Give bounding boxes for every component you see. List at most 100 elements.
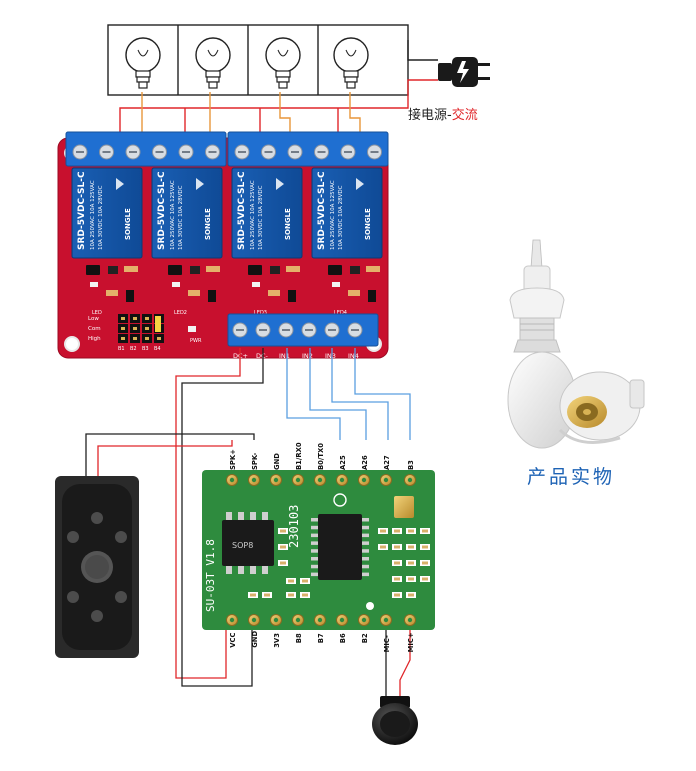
relay-logo	[196, 178, 204, 190]
relay-logo	[276, 178, 284, 190]
speaker-icon	[55, 476, 139, 658]
resistor	[286, 266, 300, 272]
transistor	[270, 266, 280, 274]
top-pin-label: B0/TX0	[317, 443, 325, 470]
terminal-screw	[314, 144, 329, 160]
bottom-pin-label: B6	[339, 633, 347, 643]
bulb-icon	[333, 37, 369, 89]
input-pin-label: IN4	[348, 352, 359, 360]
diode	[126, 290, 134, 302]
relay-spec: 10A 30VDC 10A 28VDC	[178, 185, 184, 250]
top-pin-label: A25	[339, 455, 347, 470]
input-pin-label: IN3	[325, 352, 336, 360]
power-ac-label: 交流	[451, 108, 478, 123]
terminal-block	[227, 131, 389, 167]
relay-spec: 10A 250VAC 10A 125VAC	[90, 180, 96, 250]
relay-model: SRD-5VDC-SL-C	[317, 171, 327, 250]
led	[332, 282, 340, 287]
relay-logo	[356, 178, 364, 190]
bottom-pin-label: B2	[361, 633, 369, 643]
trigger-label: Low	[88, 316, 99, 322]
top-pin-label: SPK-	[251, 452, 259, 470]
terminal-screw	[287, 144, 303, 160]
terminal-block	[65, 131, 227, 167]
terminal-screw	[178, 144, 194, 160]
transistor	[350, 266, 360, 274]
resistor	[268, 290, 280, 296]
sop8-chip	[222, 520, 274, 566]
header-label: B3	[142, 346, 149, 352]
chip-label: SOP8	[232, 541, 253, 550]
relay-spec: 10A 30VDC 10A 28VDC	[258, 185, 264, 250]
resistor	[106, 290, 118, 296]
pwr-led	[188, 326, 196, 332]
diode	[368, 290, 376, 302]
optocoupler	[248, 265, 262, 275]
top-pin-label: SPK+	[229, 449, 237, 470]
optocoupler	[86, 265, 100, 275]
bottom-pin-label: VCC	[229, 633, 237, 648]
top-pin-label: A27	[383, 455, 391, 470]
relay-spec: 10A 250VAC 10A 125VAC	[250, 180, 256, 250]
module-name: SU-03T V1.8	[204, 539, 217, 612]
test-point	[366, 602, 374, 610]
relay-spec: 10A 250VAC 10A 125VAC	[330, 180, 336, 250]
bottom-pin-label: MIC-	[383, 635, 391, 652]
resistor	[366, 266, 380, 272]
jumper	[155, 316, 161, 332]
led	[90, 282, 98, 287]
bottom-pin-label: MIC+	[407, 632, 415, 652]
led-label: LED2	[174, 310, 187, 316]
input-pin-label: IN1	[279, 352, 290, 360]
module-wires	[85, 348, 411, 700]
lamp-circuit-wires	[107, 24, 438, 96]
terminal-screw	[340, 144, 356, 160]
terminal-screw	[261, 144, 276, 160]
bulb-icon	[195, 37, 231, 89]
led-label: LED4	[334, 310, 347, 316]
terminal-screw	[72, 144, 88, 160]
terminal-screw	[152, 144, 167, 160]
diode	[208, 290, 216, 302]
terminal-screw	[367, 144, 382, 160]
bulb-icon	[125, 37, 161, 89]
power-plug-icon	[438, 57, 490, 87]
optocoupler	[168, 265, 182, 275]
relay-brand: SONGLE	[124, 208, 132, 240]
header-label: B1	[118, 346, 125, 352]
top-pin-label: A26	[361, 455, 369, 470]
bottom-pin-label: 3V3	[273, 633, 281, 648]
resistor	[348, 290, 360, 296]
power-source-label: 接电源-交流	[408, 108, 478, 123]
trigger-label: High	[88, 336, 101, 342]
diode	[288, 290, 296, 302]
brand-logo	[333, 493, 347, 507]
trigger-label: Com	[88, 326, 101, 332]
optocoupler	[328, 265, 342, 275]
relay-model: SRD-5VDC-SL-C	[77, 171, 87, 250]
relay-spec: 10A 250VAC 10A 125VAC	[170, 180, 176, 250]
relay-brand: SONGLE	[204, 208, 212, 240]
top-pin-label: B1/RX0	[295, 442, 303, 470]
pwr-label: PWR	[190, 338, 202, 344]
relay-model: SRD-5VDC-SL-C	[157, 171, 167, 250]
led	[172, 282, 180, 287]
input-pin-label: DC-	[256, 352, 269, 360]
lamp-socket-icon	[507, 239, 645, 449]
relay-model: SRD-5VDC-SL-C	[237, 171, 247, 250]
relay-logo	[116, 178, 124, 190]
terminal-screw	[125, 144, 141, 160]
terminal-screw	[234, 144, 250, 160]
product-photo-label: 产品实物	[527, 466, 616, 488]
relay-spec: 10A 30VDC 10A 28VDC	[338, 185, 344, 250]
top-pin-label: B3	[407, 460, 415, 470]
relay-brand: SONGLE	[284, 208, 292, 240]
module-date: 230103	[287, 505, 301, 548]
led-label: LED	[92, 310, 102, 316]
top-pin-label: GND	[273, 453, 281, 470]
relay-spec: 10A 30VDC 10A 28VDC	[98, 185, 104, 250]
